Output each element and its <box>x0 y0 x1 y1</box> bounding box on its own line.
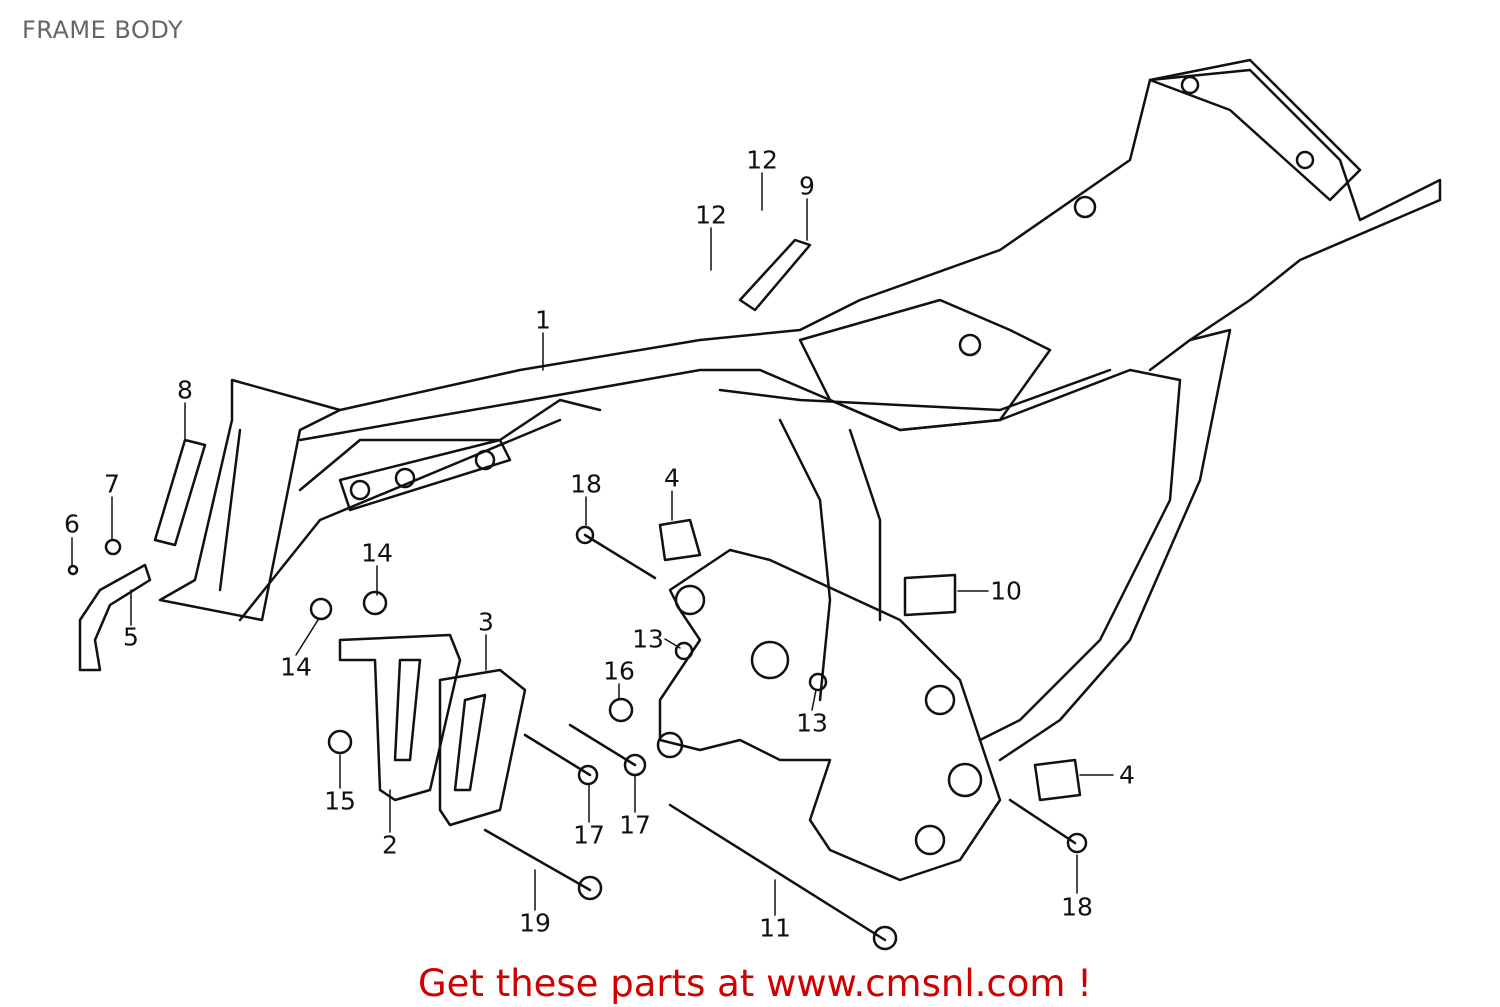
leader-lines <box>71 172 1114 916</box>
part-callout-17: 17 <box>619 810 651 840</box>
part-callout-13: 13 <box>796 708 828 738</box>
part-callout-4: 4 <box>664 463 680 493</box>
part-callout-14: 14 <box>280 652 312 682</box>
part-callout-1: 1 <box>535 305 551 335</box>
part-callout-18: 18 <box>1061 892 1093 922</box>
main-frame <box>158 58 1442 882</box>
part-callout-9: 9 <box>799 171 815 201</box>
diagram-title: FRAME BODY <box>22 16 184 44</box>
part-callout-10: 10 <box>990 576 1022 606</box>
part-callout-17: 17 <box>573 820 605 850</box>
small-parts <box>67 238 1088 951</box>
part-callout-5: 5 <box>123 622 139 652</box>
part-callout-13: 13 <box>632 624 664 654</box>
part-callout-12: 12 <box>695 200 727 230</box>
part-callout-15: 15 <box>324 786 356 816</box>
part-callout-18: 18 <box>570 469 602 499</box>
part-callout-3: 3 <box>478 607 494 637</box>
part-callout-8: 8 <box>177 375 193 405</box>
part-callout-19: 19 <box>519 908 551 938</box>
part-callout-6: 6 <box>64 509 80 539</box>
footer-link[interactable]: Get these parts at www.cmsnl.com ! <box>417 962 1092 1005</box>
part-callout-12: 12 <box>746 145 778 175</box>
part-callout-14: 14 <box>361 538 393 568</box>
part-callout-16: 16 <box>603 656 635 686</box>
part-callout-2: 2 <box>382 830 398 860</box>
part-callout-4: 4 <box>1119 760 1135 790</box>
part-callout-7: 7 <box>104 469 120 499</box>
part-callout-11: 11 <box>759 913 791 943</box>
